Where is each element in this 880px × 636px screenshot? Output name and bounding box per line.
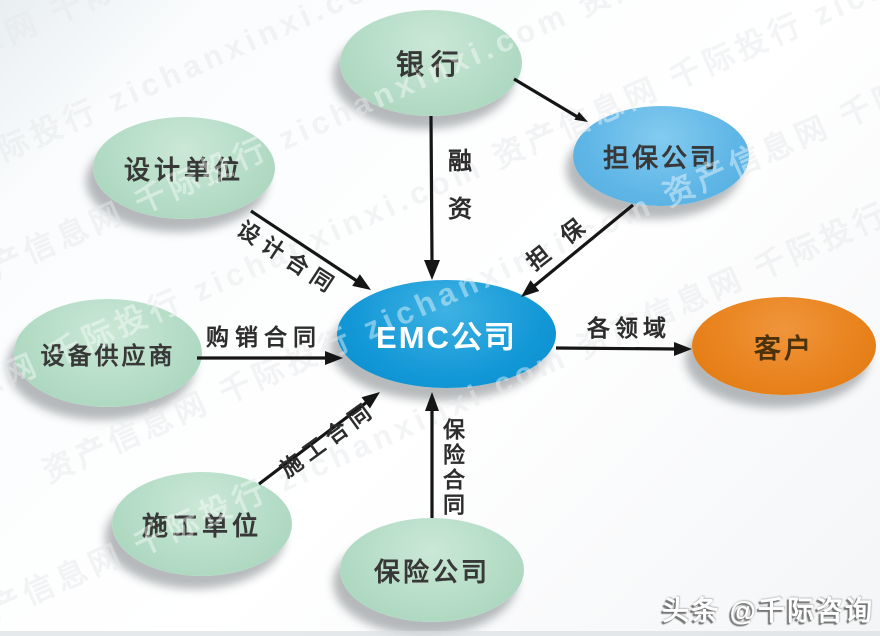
arrowhead-guarantee-to-emc	[521, 280, 540, 297]
arrow-bank-to-guarantee	[513, 77, 582, 121]
arrowhead-supplier-to-emc	[325, 351, 343, 365]
arrowhead-design-to-emc	[352, 274, 371, 290]
node-construction-label: 施工单位	[141, 510, 262, 541]
node-guarantee-label: 担保公司	[602, 142, 719, 173]
arrowhead-emc-to-customer	[674, 342, 692, 356]
node-design-unit: 设计单位	[93, 117, 275, 219]
node-emc-label: EMC公司	[376, 319, 517, 355]
edge-label-purchase-contract: 购销合同	[206, 324, 322, 350]
node-supplier-label: 设备供应商	[40, 342, 176, 370]
node-design-label: 设计单位	[123, 154, 244, 185]
node-insurance-label: 保险公司	[373, 556, 490, 587]
node-customer: 客户	[692, 297, 876, 395]
arrow-emc-to-customer	[555, 346, 677, 351]
edge-label-guarantee: 担保	[521, 201, 606, 276]
edge-label-design-contract: 设计合同	[232, 216, 344, 301]
node-bank: 银行	[340, 10, 522, 116]
edge-label-insurance-contract: 保险合同	[440, 418, 465, 518]
bottom-edge-strip	[0, 631, 880, 636]
arrowhead-bank-to-guarantee	[574, 111, 588, 122]
node-construction-unit: 施工单位	[112, 472, 292, 576]
node-bank-label: 银行	[395, 49, 466, 80]
arrow-bank-to-emc	[429, 115, 434, 262]
arrowhead-insurance-to-emc	[425, 392, 439, 411]
edge-label-construction-contract: 施工合同	[275, 396, 381, 483]
edge-label-financing: 融资	[443, 148, 471, 244]
node-equipment-supplier: 设备供应商	[14, 299, 202, 407]
node-insurance-company: 保险公司	[340, 518, 524, 622]
edge-label-fields: 各领域	[587, 315, 671, 341]
arrowhead-bank-to-emc	[424, 260, 440, 280]
attribution-watermark: 头条 @千际咨询	[662, 596, 874, 626]
node-customer-label: 客户	[754, 333, 814, 364]
node-guarantee-company: 担保公司	[573, 106, 749, 206]
node-emc-company: EMC公司	[337, 280, 556, 388]
